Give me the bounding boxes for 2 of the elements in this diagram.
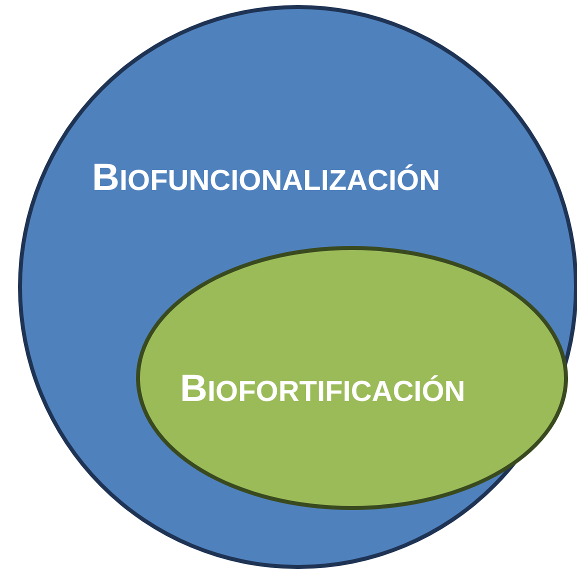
set-label: BIOFUNCIONALIZACIÓN [92, 157, 440, 200]
set-label: BIOFORTIFICACIÓN [180, 368, 466, 411]
